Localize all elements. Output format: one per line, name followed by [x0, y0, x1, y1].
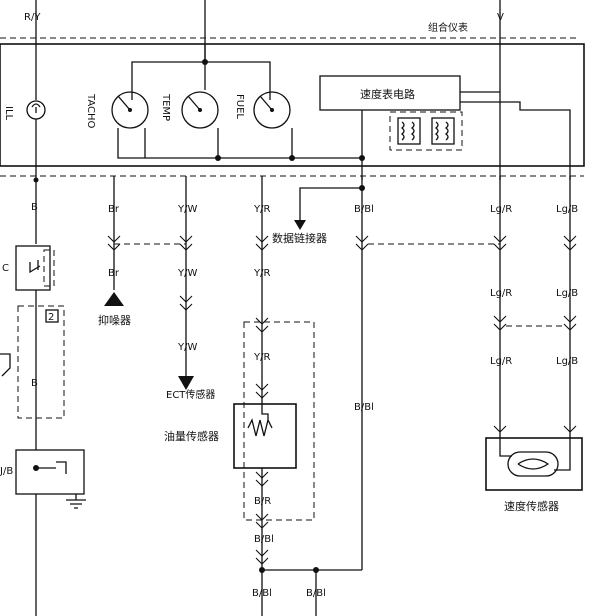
coil-left-icon — [397, 117, 421, 145]
bbl-main-connector-icon — [355, 235, 369, 251]
fuel-ground-connector-icon — [255, 471, 269, 487]
wire-label-lgb1: Lg/B — [556, 204, 578, 215]
lamp-filament — [31, 103, 41, 113]
wire-label-yr1: Y/R — [253, 204, 270, 215]
speedo-circuit-label: 速度表电路 — [360, 87, 415, 101]
fuel-sensor-label: 油量传感器 — [164, 429, 219, 443]
lgr-connector2-icon — [493, 315, 507, 331]
switch-contact-icon — [29, 260, 41, 274]
jb-label: J/B — [0, 466, 13, 477]
speed-sensor-leads — [499, 440, 571, 471]
wire-label-ry: R/Y — [24, 12, 41, 23]
tacho-label: TACHO — [85, 93, 96, 128]
speed-sensor-label: 速度传感器 — [504, 499, 559, 513]
wire-label-lgr2: Lg/R — [490, 288, 512, 299]
yr-connector3-icon — [255, 383, 269, 399]
junction-data-link — [359, 185, 365, 191]
wire-label-bbl2: B/Bl — [354, 402, 374, 413]
fuel-resistor-icon — [247, 418, 273, 437]
ill-terminal — [33, 177, 39, 183]
speed-sensor-magnet-icon — [507, 451, 559, 477]
switch-c-label: C — [2, 263, 9, 274]
wire-label-yw1: Y/W — [177, 204, 197, 215]
junction-temp-return — [215, 155, 221, 161]
lgr-connector1-icon — [493, 235, 507, 251]
coil-right-icon — [431, 117, 455, 145]
switch-c-dashed — [43, 249, 55, 287]
speedo-circuit-box — [319, 75, 461, 111]
data-link-wire — [299, 187, 362, 220]
ground-icon — [66, 499, 86, 509]
ect-arrow-icon — [178, 376, 194, 390]
jb-box — [15, 449, 85, 495]
yr-connector2-icon — [255, 317, 269, 333]
wire-label-yr2: Y/R — [253, 268, 270, 279]
lgb-connector2-icon — [563, 315, 577, 331]
cluster-label: 组合仪表 — [428, 21, 468, 34]
lgb-connector3-icon — [563, 425, 577, 433]
wire-label-br: B/R — [254, 496, 271, 507]
wire-label-br2: Br — [108, 268, 120, 279]
bbl-connector1-icon — [255, 513, 269, 529]
ect-label: ECT传感器 — [166, 388, 215, 401]
lgr-connector3-icon — [493, 425, 507, 433]
wire-label-yw2: Y/W — [177, 268, 197, 279]
tacho-gauge-icon — [111, 91, 149, 129]
wire-label-bbl3: B/Bl — [254, 534, 274, 545]
lgb-connector1-icon — [563, 235, 577, 251]
fuel-gauge-icon — [253, 91, 291, 129]
wire-label-bbl5: B/Bl — [306, 588, 326, 599]
speed-sensor-box — [485, 437, 583, 491]
wire-label-b1: B — [31, 202, 38, 213]
data-link-arrow-icon — [294, 220, 306, 230]
num2-box — [45, 309, 59, 323]
wire-label-yw3: Y/W — [177, 342, 197, 353]
gauge-return-bus — [117, 128, 362, 159]
coil-housing — [389, 111, 463, 151]
fuel-sensor-box — [233, 403, 297, 469]
fuel-sensor-dashed — [243, 321, 315, 521]
wire-label-bbl4: B/Bl — [252, 588, 272, 599]
speed-sensor-coil — [517, 458, 550, 470]
instrument-cluster-box — [0, 43, 585, 167]
bbl-connector2-icon — [255, 549, 269, 565]
fuel-label: FUEL — [234, 94, 245, 119]
data-link-label: 数据链接器 — [272, 231, 327, 245]
yw-connector2-icon — [179, 295, 193, 311]
switch-c-box — [15, 245, 51, 291]
wire-label-lgb2: Lg/B — [556, 288, 578, 299]
br-connector-icon — [107, 235, 121, 251]
wire-label-b2: B — [31, 378, 38, 389]
wire-label-lgr1: Lg/R — [490, 204, 512, 215]
optional-dashed-box — [17, 305, 65, 419]
jb-contact-icon — [56, 461, 67, 474]
wire-label-bbl1: B/Bl — [354, 204, 374, 215]
yw-connector1-icon — [179, 235, 193, 251]
power-bus — [131, 61, 271, 100]
temp-label: TEMP — [160, 93, 171, 121]
yr-connector1-icon — [255, 235, 269, 251]
wire-label-lgr3: Lg/R — [490, 356, 512, 367]
side-connector-icon — [0, 353, 11, 377]
ill-label: ILL — [3, 106, 14, 121]
suppressor-label: 抑噪器 — [98, 313, 131, 327]
num2-label: 2 — [48, 312, 54, 323]
wire-label-v: V — [497, 12, 504, 23]
wire-label-yr3: Y/R — [253, 352, 270, 363]
junction-ground-left — [259, 567, 265, 573]
junction-fuel-return — [289, 155, 295, 161]
wire-label-lgb3: Lg/B — [556, 356, 578, 367]
speedo-lgb-wire — [460, 101, 571, 180]
suppressor-arrow-icon — [104, 292, 124, 306]
temp-gauge-icon — [181, 91, 219, 129]
wire-label-br1: Br — [108, 204, 120, 215]
fuel-wiper — [261, 404, 269, 420]
